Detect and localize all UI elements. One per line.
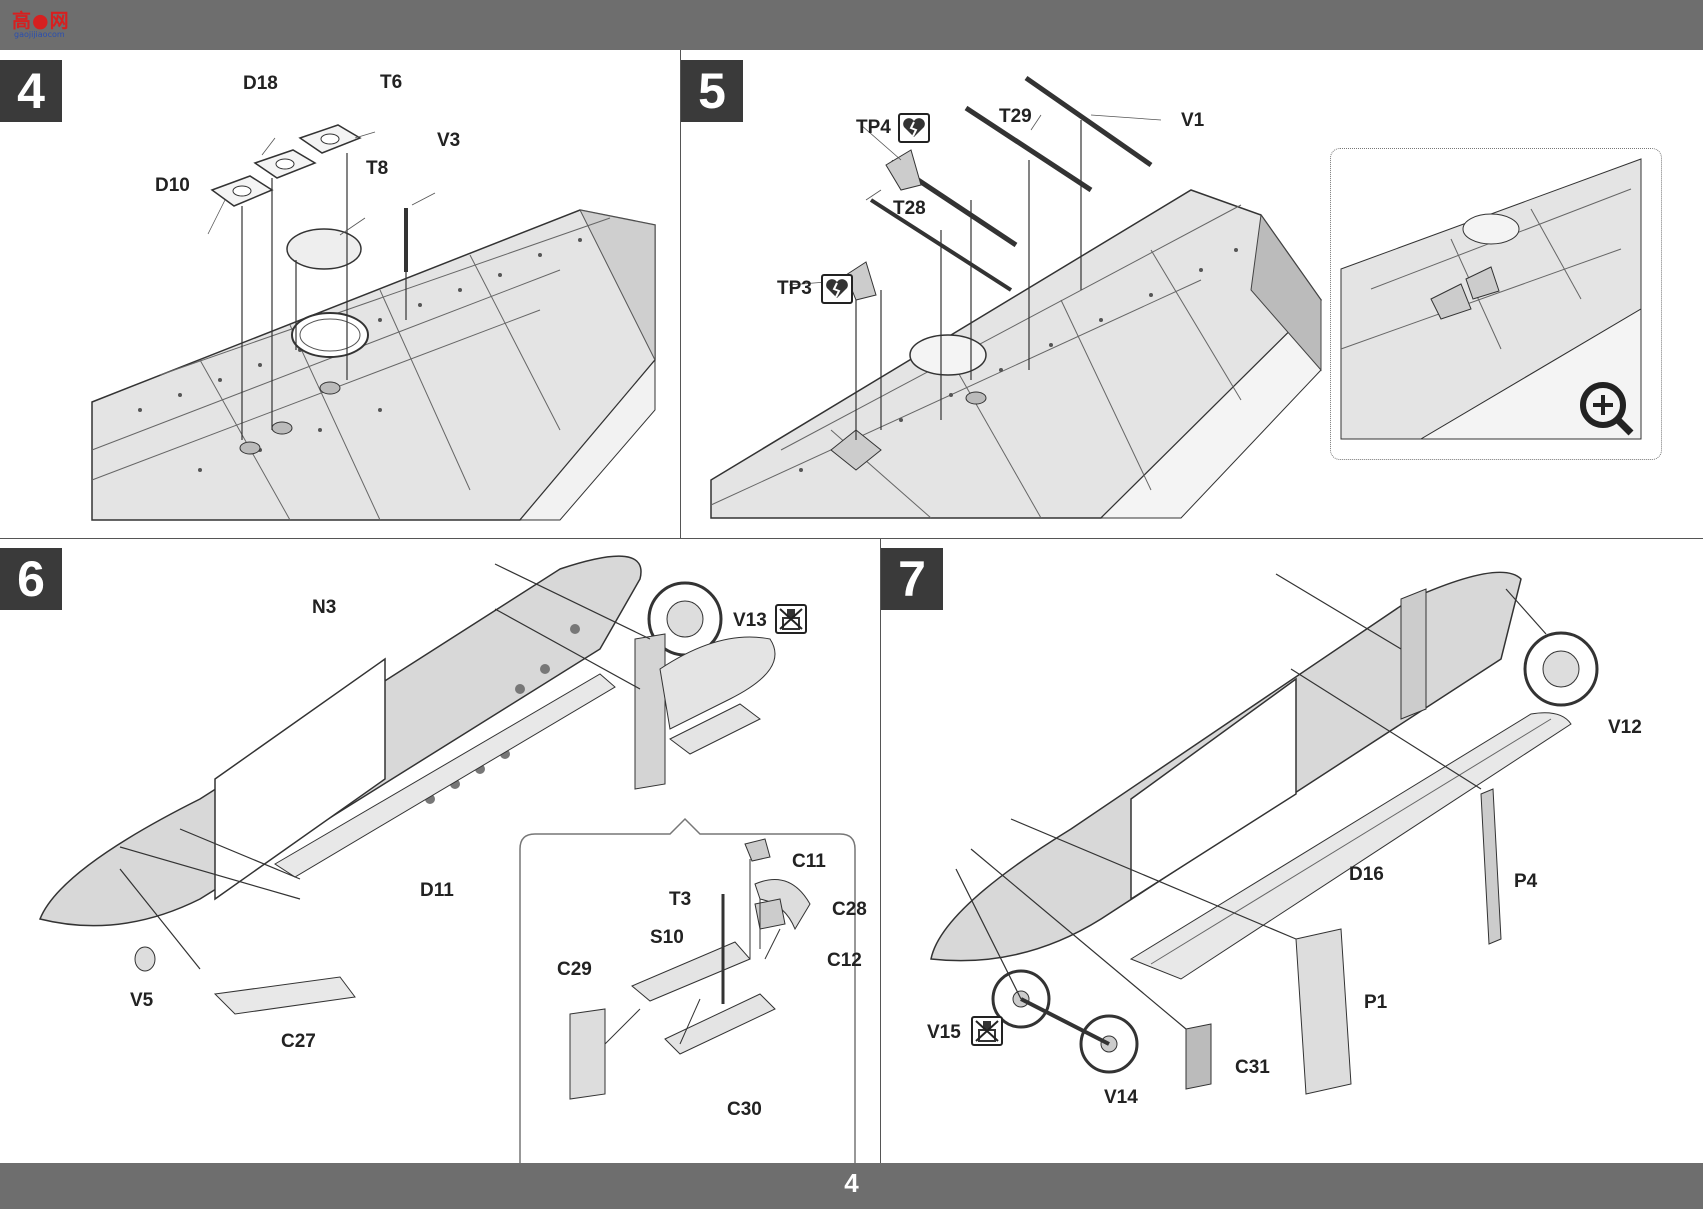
step-4-panel: 4 [0,50,680,538]
part-label: D10 [155,175,190,196]
part-label: S10 [650,927,684,948]
inset-illustration [1340,158,1651,451]
part-label: V13 [733,610,767,631]
part-label: TP3 [777,278,812,299]
site-logo: 高●网 gaojijiaocom [4,4,84,39]
no-glue-icon [775,604,807,634]
divider-horizontal [0,538,1703,539]
no-glue-icon [971,1016,1003,1046]
step-5-panel: 5 [681,50,1703,538]
part-label: C27 [281,1031,316,1052]
broken-heart-icon [898,113,930,143]
part-label: C28 [832,899,867,920]
bottom-bar [0,1163,1703,1209]
logo-subtext: gaojijiaocom [14,30,65,39]
detail-inset [1330,148,1662,460]
part-label: V14 [1104,1087,1138,1108]
step-number: 7 [881,548,943,610]
part-label: V3 [437,130,461,151]
part-label: C12 [827,950,862,971]
step-number: 6 [0,548,62,610]
part-label: N3 [312,597,337,618]
step-7-panel: 7 V12 D16 P4 P1 V15 [881,539,1703,1163]
step-7-illustration [930,571,1599,1095]
step-6-panel: 6 [0,539,880,1163]
part-label: C31 [1235,1057,1270,1078]
zoom-in-icon [1580,382,1634,436]
part-label: V12 [1608,717,1642,738]
step-number: 4 [0,60,62,122]
top-bar: 高●网 gaojijiaocom [0,0,1703,50]
part-label: TP4 [856,117,891,138]
logo-text: 高●网 [12,10,70,32]
divider-vertical-bottom [880,538,881,1163]
broken-heart-icon [821,274,853,304]
part-label: T6 [380,72,403,93]
step-6-illustration [38,555,856,1163]
part-label: T29 [999,106,1032,127]
step-4-illustration [91,124,656,521]
step-number: 5 [681,60,743,122]
part-label: P4 [1514,871,1538,892]
part-label: C30 [727,1099,762,1120]
step-5-illustration [710,75,1322,519]
part-label: V1 [1181,110,1205,131]
part-label: V15 [927,1022,961,1043]
part-label: T3 [669,889,692,910]
divider-vertical-top [680,50,681,538]
page-number: 4 [844,1168,859,1198]
part-label: D16 [1349,864,1384,885]
part-label: C11 [792,851,826,872]
part-label: P1 [1364,992,1388,1013]
part-label: T28 [893,198,926,219]
part-label: V5 [130,990,154,1011]
part-label: C29 [557,959,592,980]
part-label: D18 [243,73,278,94]
part-label: T8 [366,158,389,179]
part-label: D11 [420,880,454,901]
